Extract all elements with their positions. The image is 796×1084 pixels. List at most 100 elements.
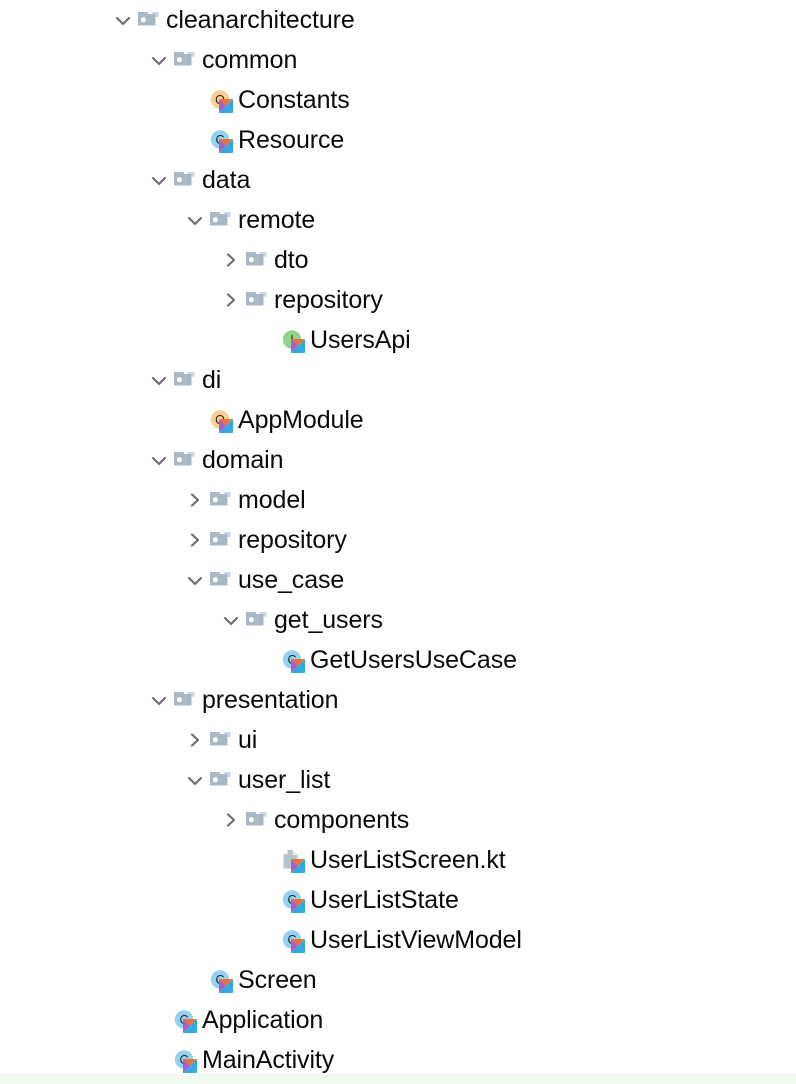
tree-row-label: cleanarchitecture <box>166 6 355 34</box>
chevron-down-icon[interactable] <box>146 440 172 480</box>
tree-row[interactable]: user_list <box>0 760 796 800</box>
folder-icon <box>244 800 274 840</box>
tree-row-label: repository <box>238 526 347 554</box>
kotlin-file-icon <box>280 840 310 880</box>
tree-row-label: GetUsersUseCase <box>310 646 517 674</box>
twisty-placeholder <box>182 80 208 120</box>
folder-icon <box>172 160 202 200</box>
folder-icon <box>208 480 238 520</box>
tree-row[interactable]: presentation <box>0 680 796 720</box>
tree-row-label: UsersApi <box>310 326 411 354</box>
tree-row[interactable]: CMainActivity <box>0 1040 796 1080</box>
tree-row[interactable]: ui <box>0 720 796 760</box>
tree-row[interactable]: CScreen <box>0 960 796 1000</box>
chevron-down-icon[interactable] <box>182 560 208 600</box>
tree-row-label: presentation <box>202 686 339 714</box>
folder-icon <box>244 280 274 320</box>
twisty-placeholder <box>254 920 280 960</box>
tree-row-label: domain <box>202 446 284 474</box>
folder-icon <box>172 360 202 400</box>
tree-row[interactable]: domain <box>0 440 796 480</box>
tree-row[interactable]: repository <box>0 520 796 560</box>
tree-row[interactable]: UserListScreen.kt <box>0 840 796 880</box>
kotlin-class-icon: C <box>172 1040 202 1080</box>
tree-row[interactable]: data <box>0 160 796 200</box>
kotlin-class-icon: C <box>208 960 238 1000</box>
kotlin-class-icon: C <box>280 920 310 960</box>
folder-icon <box>136 0 166 40</box>
chevron-down-icon[interactable] <box>218 600 244 640</box>
tree-row-label: MainActivity <box>202 1046 335 1074</box>
twisty-placeholder <box>254 320 280 360</box>
folder-icon <box>244 600 274 640</box>
tree-row[interactable]: OAppModule <box>0 400 796 440</box>
tree-row[interactable]: CGetUsersUseCase <box>0 640 796 680</box>
folder-icon <box>208 200 238 240</box>
tree-row-label: ui <box>238 726 258 754</box>
tree-row[interactable]: CUserListState <box>0 880 796 920</box>
chevron-right-icon[interactable] <box>218 800 244 840</box>
tree-row[interactable]: repository <box>0 280 796 320</box>
tree-row[interactable]: dto <box>0 240 796 280</box>
folder-icon <box>208 520 238 560</box>
tree-row[interactable]: model <box>0 480 796 520</box>
twisty-placeholder <box>254 640 280 680</box>
chevron-right-icon[interactable] <box>182 480 208 520</box>
twisty-placeholder <box>254 840 280 880</box>
tree-row-label: use_case <box>238 566 345 594</box>
twisty-placeholder <box>146 1000 172 1040</box>
chevron-down-icon[interactable] <box>146 360 172 400</box>
chevron-right-icon[interactable] <box>218 280 244 320</box>
tree-row[interactable]: cleanarchitecture <box>0 0 796 40</box>
tree-row-label: remote <box>238 206 316 234</box>
tree-row-label: Application <box>202 1006 324 1034</box>
twisty-placeholder <box>182 960 208 1000</box>
tree-row[interactable]: use_case <box>0 560 796 600</box>
tree-row[interactable]: OConstants <box>0 80 796 120</box>
tree-row-label: UserListScreen.kt <box>310 846 506 874</box>
kotlin-class-icon: C <box>172 1000 202 1040</box>
tree-row-label: di <box>202 366 222 394</box>
tree-row[interactable]: remote <box>0 200 796 240</box>
twisty-placeholder <box>182 120 208 160</box>
kotlin-object-icon: O <box>208 400 238 440</box>
folder-icon <box>172 680 202 720</box>
chevron-down-icon[interactable] <box>146 680 172 720</box>
kotlin-class-icon: C <box>208 120 238 160</box>
twisty-placeholder <box>182 400 208 440</box>
tree-row[interactable]: common <box>0 40 796 80</box>
kotlin-class-icon: C <box>280 880 310 920</box>
chevron-right-icon[interactable] <box>182 720 208 760</box>
tree-row-label: Screen <box>238 966 317 994</box>
tree-row[interactable]: CApplication <box>0 1000 796 1040</box>
folder-icon <box>208 560 238 600</box>
chevron-down-icon[interactable] <box>146 160 172 200</box>
folder-icon <box>244 240 274 280</box>
chevron-down-icon[interactable] <box>110 0 136 40</box>
tree-row[interactable]: di <box>0 360 796 400</box>
kotlin-class-icon: C <box>280 640 310 680</box>
folder-icon <box>172 40 202 80</box>
kotlin-interface-icon: I <box>280 320 310 360</box>
chevron-down-icon[interactable] <box>146 40 172 80</box>
tree-row-label: get_users <box>274 606 383 634</box>
tree-row[interactable]: CUserListViewModel <box>0 920 796 960</box>
tree-row[interactable]: get_users <box>0 600 796 640</box>
chevron-right-icon[interactable] <box>182 520 208 560</box>
chevron-down-icon[interactable] <box>182 760 208 800</box>
tree-row-label: user_list <box>238 766 331 794</box>
folder-icon <box>172 440 202 480</box>
chevron-down-icon[interactable] <box>182 200 208 240</box>
tree-row[interactable]: IUsersApi <box>0 320 796 360</box>
tree-row-label: data <box>202 166 251 194</box>
kotlin-object-icon: O <box>208 80 238 120</box>
tree-row-label: repository <box>274 286 383 314</box>
tree-row-label: UserListViewModel <box>310 926 522 954</box>
tree-row-label: Resource <box>238 126 345 154</box>
chevron-right-icon[interactable] <box>218 240 244 280</box>
tree-row[interactable]: CResource <box>0 120 796 160</box>
tree-row-label: dto <box>274 246 309 274</box>
folder-icon <box>208 760 238 800</box>
tree-row[interactable]: components <box>0 800 796 840</box>
